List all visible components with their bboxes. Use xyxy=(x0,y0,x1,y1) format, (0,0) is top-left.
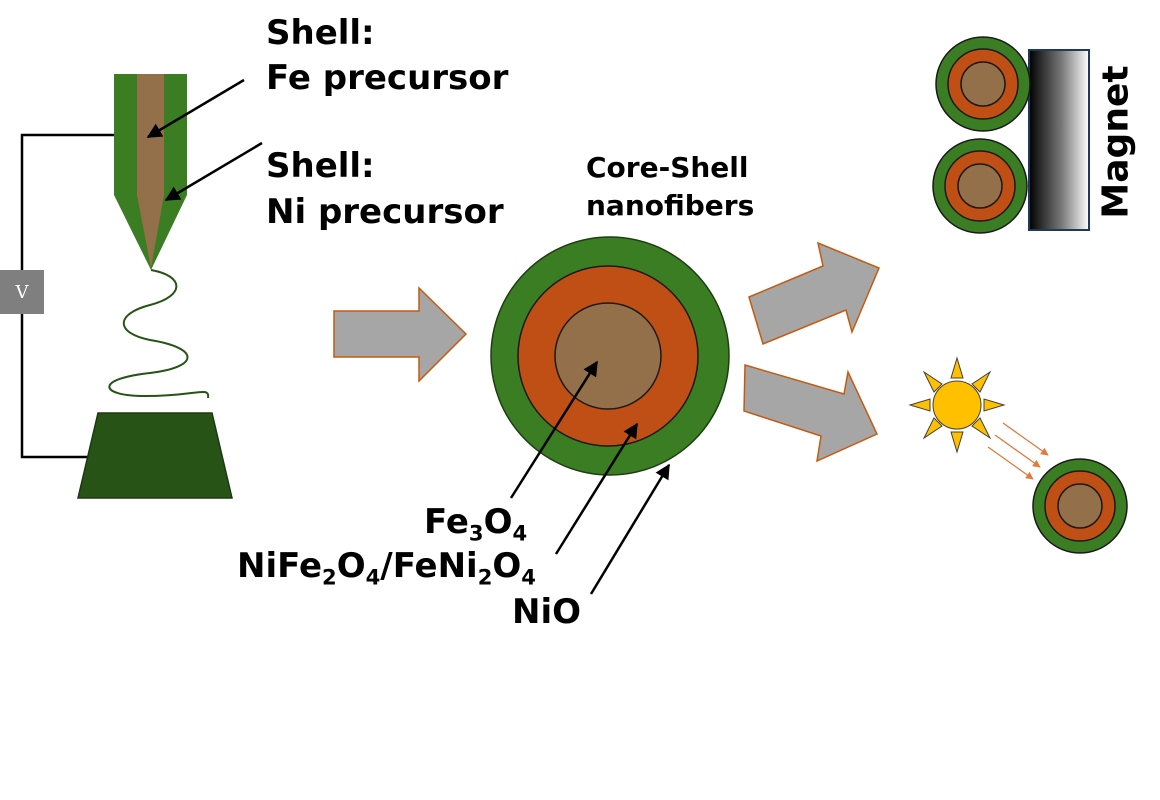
light-ray-2 xyxy=(994,434,1041,468)
shell-fe-label-line1: Shell: xyxy=(266,13,375,53)
core-shell-label-line2: nanofibers xyxy=(586,189,755,222)
arrow-to-magnet xyxy=(748,241,880,346)
shell-ni-label-line2: Ni precursor xyxy=(266,192,504,232)
voltage-source: V xyxy=(0,270,44,314)
pointer-ni-precursor xyxy=(164,141,263,202)
sun-icon xyxy=(908,356,1006,454)
process-arrow xyxy=(333,286,468,383)
light-ray-3 xyxy=(987,446,1034,480)
arrow-to-light xyxy=(743,364,879,463)
nio-label: NiO xyxy=(512,592,582,632)
pointer-fe-precursor xyxy=(146,78,245,139)
fiber-illuminated xyxy=(1032,458,1128,554)
shell-ni-label-line1: Shell: xyxy=(266,146,375,186)
collector-plate xyxy=(77,412,233,499)
voltage-label: V xyxy=(15,281,29,303)
pointer-fe3o4 xyxy=(509,360,599,499)
shell-fe-label-line2: Fe precursor xyxy=(266,58,509,98)
pointer-nife2o4 xyxy=(554,422,639,555)
fiber-magnet-bottom xyxy=(932,138,1028,234)
light-ray-1 xyxy=(1002,422,1049,456)
magnet-block xyxy=(1028,49,1090,231)
fe3o4-label: Fe3O4 xyxy=(424,502,528,546)
needle-inner-core xyxy=(137,74,164,268)
core-shell-nanofiber xyxy=(490,236,730,476)
magnet-label: Magnet xyxy=(1095,65,1137,219)
core-shell-label-line1: Core-Shell xyxy=(586,151,749,184)
fiber-magnet-top xyxy=(935,36,1031,132)
pointer-nio xyxy=(589,463,671,595)
spinning-jet xyxy=(108,269,210,399)
coaxial-needle xyxy=(114,74,187,270)
nife2o4-feni2o4-label: NiFe2O4/FeNi2O4 xyxy=(237,546,536,590)
core-fe3o4-layer xyxy=(554,302,662,410)
